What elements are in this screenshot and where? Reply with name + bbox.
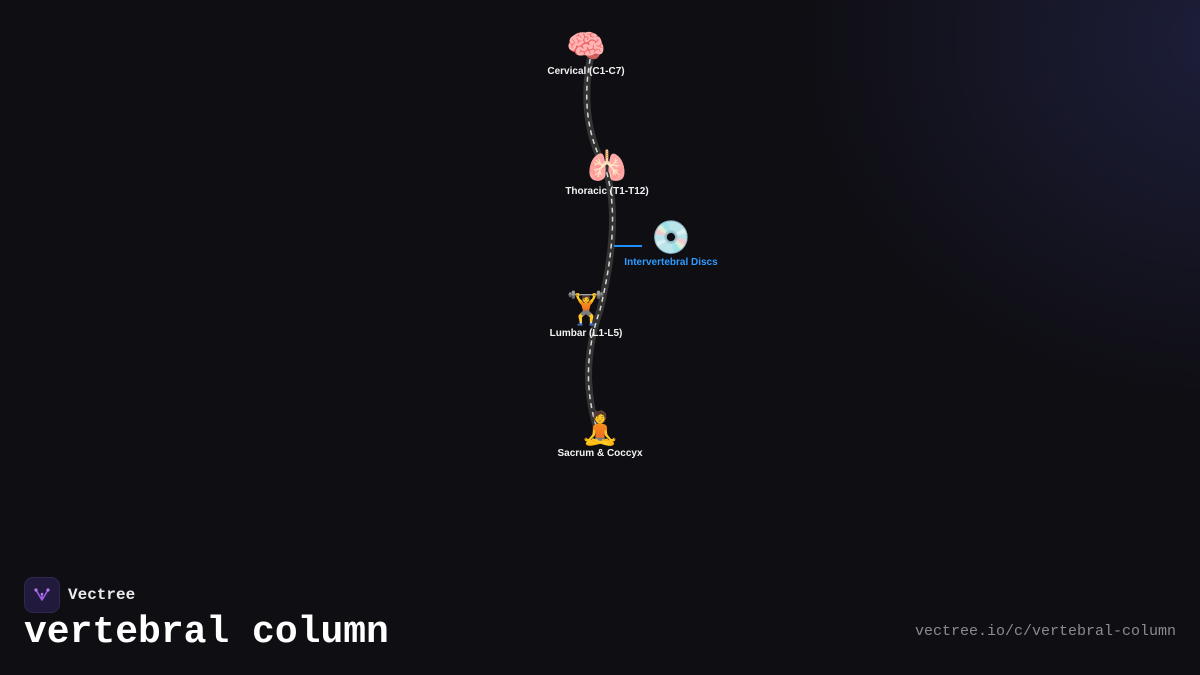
page-url[interactable]: vectree.io/c/vertebral-column xyxy=(914,623,1176,640)
node-label: Intervertebral Discs xyxy=(624,257,718,268)
disc-icon: 💿 xyxy=(651,219,691,255)
node-sacrum-coccyx[interactable]: 🧘 Sacrum & Coccyx xyxy=(557,410,642,459)
spine-path xyxy=(583,46,616,436)
lungs-icon: 🫁 xyxy=(587,148,627,184)
brand-name: Vectree xyxy=(68,586,136,604)
node-intervertebral-discs[interactable]: 💿 Intervertebral Discs xyxy=(624,219,717,268)
node-thoracic[interactable]: 🫁 Thoracic (T1-T12) xyxy=(565,148,648,197)
node-label: Sacrum & Coccyx xyxy=(557,448,643,459)
node-lumbar[interactable]: 🏋️ Lumbar (L1-L5) xyxy=(550,290,623,339)
node-label: Lumbar (L1-L5) xyxy=(549,328,623,339)
brand[interactable]: Vectree xyxy=(24,577,135,613)
node-label: Cervical (C1-C7) xyxy=(547,66,625,77)
node-label: Thoracic (T1-T12) xyxy=(565,186,649,197)
brain-icon: 🧠 xyxy=(566,28,606,64)
weightlifter-icon: 🏋️ xyxy=(566,290,606,326)
node-cervical[interactable]: 🧠 Cervical (C1-C7) xyxy=(547,28,624,77)
vectree-logo-icon xyxy=(24,577,60,613)
meditating-person-icon: 🧘 xyxy=(580,410,620,446)
spine-path-dashes xyxy=(585,49,614,433)
page-title: vertebral column xyxy=(24,611,389,654)
